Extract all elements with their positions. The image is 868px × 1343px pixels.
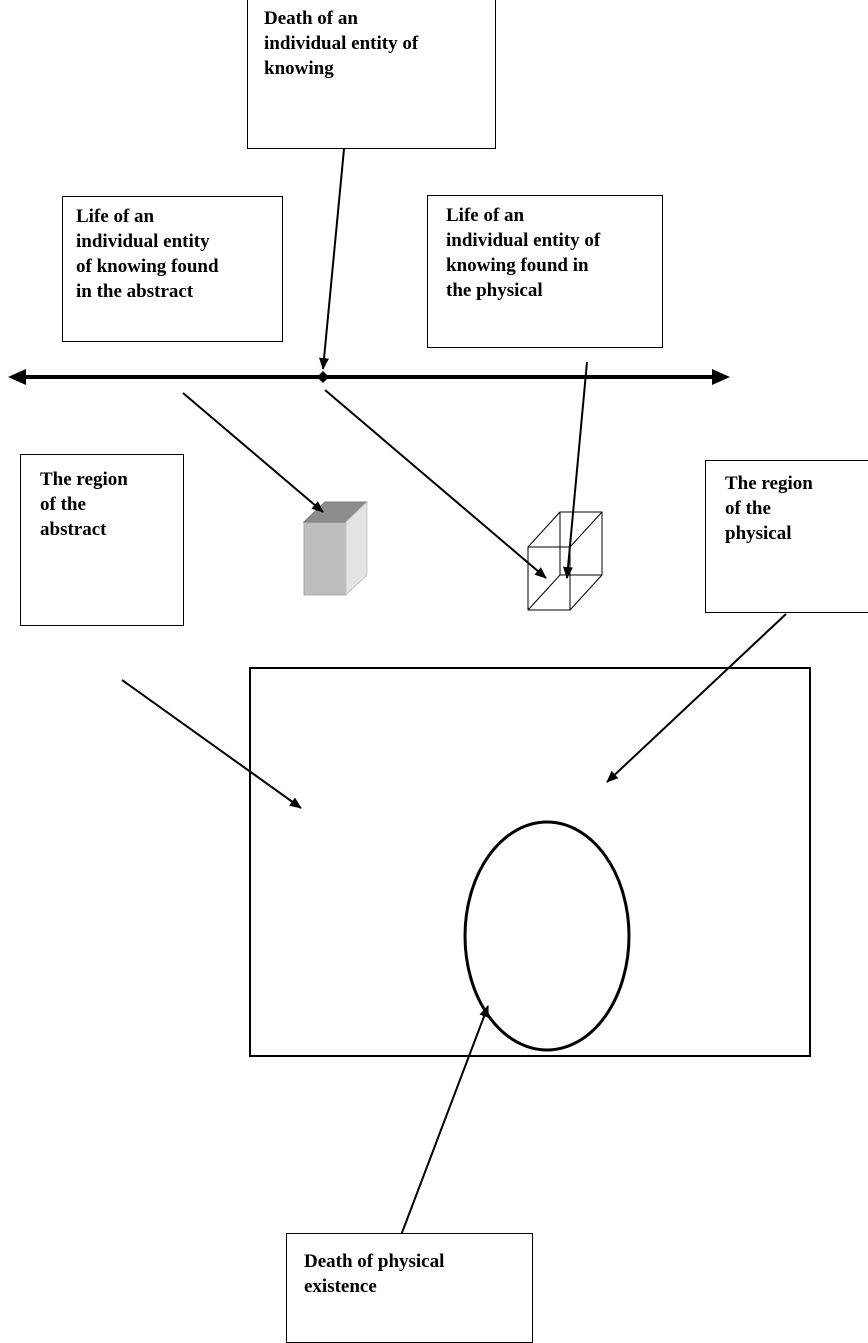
label-region-of-physical: The region of the physical <box>705 460 868 613</box>
timeline <box>8 369 730 385</box>
label-death-of-entity: Death of an individual entity of knowing <box>247 0 496 149</box>
arrow-region-abstract <box>121 679 302 809</box>
label-death-of-physical-existence: Death of physical existence <box>286 1233 533 1343</box>
timeline-death-marker <box>317 371 329 383</box>
region-rectangle <box>249 667 811 1057</box>
arrow-region-physical <box>606 613 787 783</box>
cube-edge <box>527 511 561 548</box>
label-region-of-abstract: The region of the abstract <box>20 454 184 626</box>
timeline-left-arrowhead <box>8 369 26 385</box>
label-life-in-abstract: Life of an individual entity of knowing … <box>62 196 283 342</box>
timeline-right-arrowhead <box>712 369 730 385</box>
arrow-death-physical <box>399 1005 489 1239</box>
arrow-life-abstract <box>182 392 324 513</box>
arrow-life-physical <box>563 361 588 579</box>
cube-back-face <box>559 511 603 576</box>
arrow-timeline-physical-cube <box>324 389 547 579</box>
cube-edge <box>569 511 603 548</box>
cube-front-face <box>527 546 571 611</box>
abstract-entity-cube <box>302 500 369 597</box>
physical-cube-frame <box>527 511 603 611</box>
label-life-in-physical: Life of an individual entity of knowing … <box>427 195 663 348</box>
cube-edge <box>569 574 603 611</box>
physical-ellipse <box>463 820 631 1052</box>
cube-edge <box>527 574 561 611</box>
arrow-death-entity <box>319 148 345 370</box>
